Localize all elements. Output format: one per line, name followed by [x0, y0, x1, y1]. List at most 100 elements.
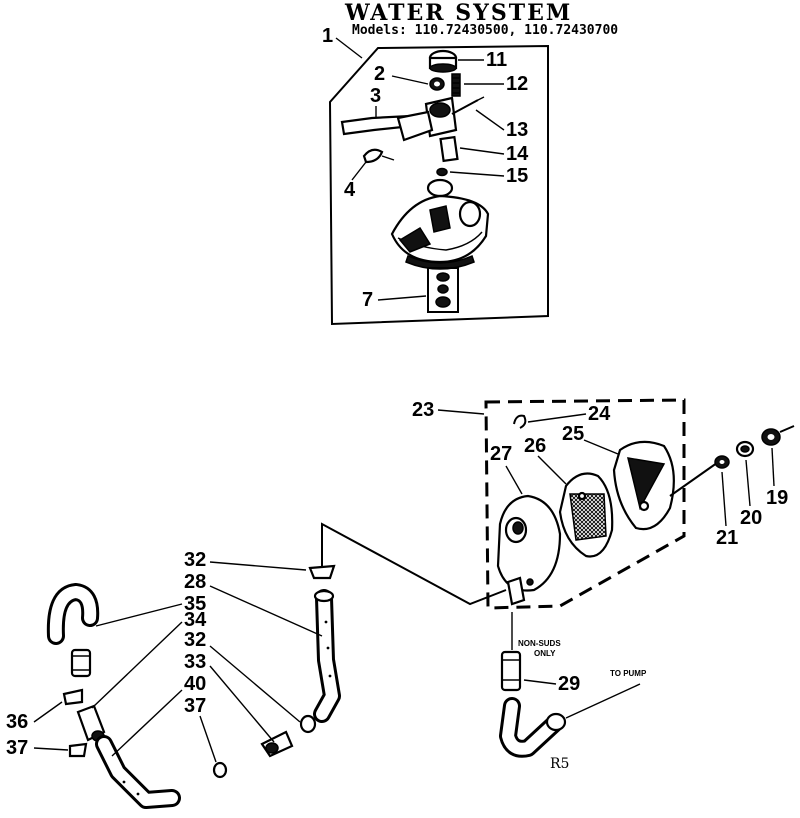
clamp-part-37-bottom — [212, 761, 228, 779]
leader-24 — [527, 413, 587, 423]
hose-part-28 — [313, 589, 341, 723]
filter-assembly-frame — [484, 398, 686, 610]
leader-1 — [335, 37, 363, 59]
hose-part-29 — [499, 650, 567, 758]
diagram-title: WATER SYSTEM — [344, 0, 572, 26]
leader-28 — [209, 585, 323, 637]
stud-end — [779, 425, 795, 433]
washer-20-hole — [740, 445, 750, 453]
filter-cover-tab — [627, 457, 666, 511]
lever-bracket — [396, 110, 434, 142]
leader-20 — [745, 459, 751, 507]
filter-cover-hole — [638, 500, 650, 512]
valve-assembly-frame — [328, 44, 549, 326]
seal-part-15 — [436, 167, 448, 177]
callout-37-left: 37 — [6, 737, 28, 759]
leader-19 — [771, 447, 775, 487]
callout-37-center: 37 — [184, 695, 206, 717]
wire-tip — [477, 96, 485, 101]
wire-part-13 — [451, 99, 479, 115]
clip-tail — [381, 155, 395, 161]
callout-32-mid: 32 — [184, 629, 206, 651]
leader-7 — [377, 295, 427, 301]
callout-29: 29 — [558, 673, 580, 695]
callout-40: 40 — [184, 673, 206, 695]
valve-stem-top — [429, 102, 451, 118]
housing-rivet — [526, 578, 534, 586]
seal-ring — [426, 178, 454, 198]
filter-housing-part-27 — [496, 494, 562, 592]
housing-port — [429, 205, 451, 233]
hose-to-filter-line — [321, 522, 507, 606]
callout-2: 2 — [374, 63, 385, 85]
kit-item-b — [437, 284, 449, 294]
callout-14: 14 — [506, 143, 529, 165]
filter-mesh — [569, 493, 607, 541]
leader-15 — [449, 171, 505, 177]
callout-27: 27 — [490, 443, 512, 465]
leader-33 — [209, 665, 275, 743]
callout-35: 35 — [184, 593, 206, 615]
leader-2 — [391, 75, 429, 85]
note-non-suds-line1: NON-SUDS — [518, 639, 561, 648]
leader-26 — [537, 455, 567, 485]
leader-23 — [437, 409, 485, 415]
gasket-part-32-top — [308, 564, 336, 580]
callout-33: 33 — [184, 651, 206, 673]
leader-4 — [351, 161, 367, 181]
callout-15: 15 — [506, 165, 528, 187]
connector-33-joint — [265, 742, 279, 754]
kit-box-part-7 — [427, 267, 459, 313]
link-part-14 — [439, 135, 459, 163]
callout-4: 4 — [344, 179, 356, 201]
callout-13: 13 — [506, 119, 528, 141]
leader-40 — [111, 689, 183, 757]
clamp-part-37-left — [68, 742, 88, 758]
callout-21: 21 — [716, 527, 738, 549]
callout-36: 36 — [6, 711, 28, 733]
callout-7: 7 — [362, 289, 373, 311]
housing-outlet-spout — [506, 576, 526, 606]
leader-14 — [459, 147, 505, 155]
connector-part-33 — [260, 730, 294, 758]
washer-21-hole — [719, 460, 725, 464]
model-numbers: Models: 110.72430500, 110.72430700 — [352, 23, 618, 38]
callout-26: 26 — [524, 435, 546, 457]
spring-clip-part-24 — [513, 414, 527, 429]
leader-25 — [583, 439, 619, 455]
housing-outlet — [458, 200, 482, 228]
leader-27 — [505, 465, 523, 495]
housing-flange — [398, 226, 432, 253]
callout-24: 24 — [588, 403, 611, 425]
leader-to-pump — [565, 683, 641, 719]
housing-base — [405, 254, 475, 270]
callout-23: 23 — [412, 399, 434, 421]
nut-19-hole — [767, 434, 775, 440]
leader-13 — [475, 109, 505, 131]
filter-assembly-group — [484, 398, 686, 610]
cap-base-part-11 — [429, 63, 457, 73]
leader-37-center — [199, 715, 217, 763]
leader-37-left — [33, 747, 69, 751]
housing-inlet-bore — [512, 521, 524, 535]
leader-32-mid — [209, 645, 301, 723]
kit-item-c — [435, 296, 451, 308]
callout-1: 1 — [322, 25, 333, 47]
clip-part-4 — [362, 148, 384, 164]
hose-part-40 — [95, 735, 181, 809]
filter-screen-pin — [577, 491, 587, 501]
leader-29 — [523, 679, 557, 685]
leader-36 — [33, 701, 63, 723]
callout-12: 12 — [506, 73, 528, 95]
leader-34 — [91, 621, 183, 709]
callout-32-top: 32 — [184, 549, 206, 571]
clamp-part-32-mid — [299, 714, 317, 734]
note-to-pump: TO PUMP — [610, 669, 647, 678]
valve-assembly-group — [328, 44, 549, 326]
clamp-part-36 — [62, 688, 84, 706]
spring-coils — [452, 77, 460, 94]
callout-20: 20 — [740, 507, 762, 529]
leader-32-top — [209, 561, 307, 571]
spring-part-12 — [451, 73, 461, 97]
